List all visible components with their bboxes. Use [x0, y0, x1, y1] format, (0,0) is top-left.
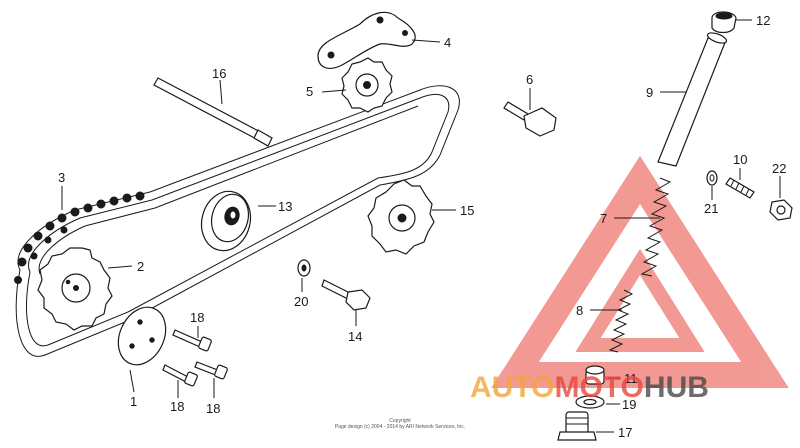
bolt-6 — [503, 101, 557, 137]
callout-17: 17 — [618, 425, 632, 440]
callout-19: 19 — [622, 397, 636, 412]
cap-nut-12 — [711, 11, 737, 34]
washer-20 — [297, 259, 311, 277]
callout-18-top: 18 — [190, 310, 204, 325]
callout-21: 21 — [704, 201, 718, 216]
watermark-logo — [491, 155, 789, 388]
cam-sprocket — [37, 247, 113, 331]
callout-20: 20 — [294, 294, 308, 309]
callout-15: 15 — [460, 203, 474, 218]
washer-21 — [706, 170, 718, 186]
callout-5: 5 — [306, 84, 313, 99]
callout-2: 2 — [137, 259, 144, 274]
watermark-moto: MOTO — [554, 371, 643, 404]
tensioner-bracket — [317, 11, 416, 69]
callout-labels: 1 2 3 4 5 6 7 8 9 10 11 12 13 14 15 16 1… — [58, 13, 786, 440]
tensioner-sprocket-5 — [341, 57, 393, 113]
callout-4: 4 — [444, 35, 451, 50]
callout-18-right: 18 — [206, 401, 220, 416]
copyright-line-1: Copyright — [389, 418, 411, 424]
bolts-18 — [162, 329, 228, 387]
copyright-notice: Copyright Page design (c) 2004 - 2014 by… — [300, 418, 500, 430]
watermark-auto: AUTO — [470, 371, 554, 404]
callout-11: 11 — [624, 371, 638, 386]
nut-22 — [769, 199, 793, 221]
callout-8: 8 — [576, 303, 583, 318]
chain-links — [14, 191, 145, 284]
callout-3: 3 — [58, 170, 65, 185]
sprocket-plate — [117, 306, 167, 366]
spring-8 — [608, 289, 634, 353]
callout-18-left: 18 — [170, 399, 184, 414]
fitting-11 — [585, 365, 605, 385]
callout-1: 1 — [130, 394, 137, 409]
cam-chain — [14, 85, 460, 357]
tensioner-sprocket-15 — [367, 179, 435, 255]
callout-16: 16 — [212, 66, 226, 81]
spring-7 — [640, 177, 672, 277]
tensioner-shaft — [153, 77, 273, 147]
svg-text:AUTOMOTOHUB: AUTOMOTOHUB — [470, 371, 709, 404]
callout-13: 13 — [278, 199, 292, 214]
guide-roller — [200, 190, 252, 252]
bolt-14 — [321, 279, 371, 311]
callout-10: 10 — [733, 152, 747, 167]
plug-bolt-17 — [557, 411, 597, 441]
callout-14: 14 — [348, 329, 362, 344]
callout-22: 22 — [772, 161, 786, 176]
washer-19 — [575, 395, 605, 409]
callout-6: 6 — [526, 72, 533, 87]
watermark-hub: HUB — [644, 371, 709, 404]
callout-12: 12 — [756, 13, 770, 28]
callout-9: 9 — [646, 85, 653, 100]
stud-10 — [725, 177, 755, 199]
leader-lines — [61, 19, 781, 433]
watermark-text: AUTOMOTOHUB — [470, 371, 709, 404]
tensioner-tube — [657, 32, 728, 167]
callout-7: 7 — [600, 211, 607, 226]
copyright-line-2: Page design (c) 2004 - 2014 by ARI Netwo… — [334, 424, 466, 430]
